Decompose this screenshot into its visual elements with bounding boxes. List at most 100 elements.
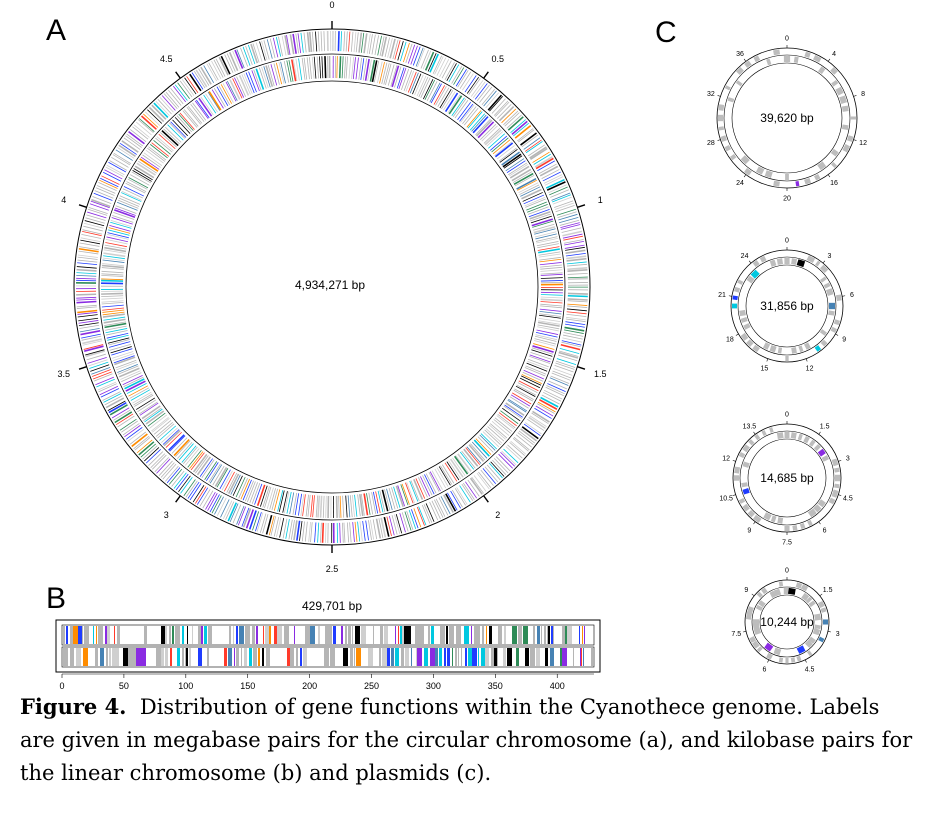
plasmid-gene-mark [776, 258, 784, 265]
gene-mark [130, 129, 147, 143]
gene-mark [109, 225, 131, 232]
gene-mark [420, 49, 429, 69]
gene-mark [266, 39, 273, 59]
gene-mark [551, 372, 571, 381]
gene-block [553, 626, 554, 644]
gene-mark [168, 89, 182, 106]
gene-mark [507, 116, 524, 131]
gene-mark [456, 487, 468, 505]
gene-mark [449, 458, 464, 478]
plasmid-tick-label: 3 [827, 253, 831, 260]
gene-mark [342, 522, 344, 543]
gene-mark [560, 224, 581, 230]
gene-mark [122, 375, 143, 386]
gene-mark [113, 355, 135, 364]
gene-mark [107, 400, 126, 411]
gene-mark [523, 194, 545, 205]
gene-mark [462, 73, 474, 91]
gene-block [117, 626, 120, 644]
gene-mark [487, 94, 503, 111]
gene-mark [109, 343, 132, 351]
gene-mark [410, 45, 418, 65]
gene-mark [514, 124, 532, 139]
gene-block [562, 626, 565, 644]
gene-mark [90, 200, 110, 209]
gene-mark [534, 338, 556, 345]
plasmid-tick-label: 15 [761, 366, 769, 373]
gene-mark [484, 466, 499, 483]
plasmid-size-label: 10,244 bp [760, 615, 814, 629]
plasmid-tick-label: 0 [785, 568, 789, 575]
gene-mark [514, 174, 535, 187]
plasmid-gene-mark [841, 124, 849, 130]
gene-mark [557, 354, 578, 362]
gene-mark [391, 65, 400, 88]
plasmid-gene-mark [740, 155, 750, 165]
gene-block [141, 648, 146, 666]
gene-mark [511, 168, 532, 182]
plasmid-gene-mark [818, 636, 825, 643]
gene-mark [539, 314, 561, 319]
gene-mark [96, 378, 115, 388]
gene-mark [489, 423, 508, 439]
gene-mark [130, 389, 151, 401]
gene-mark [132, 391, 152, 404]
gene-mark [415, 47, 424, 67]
gene-block [177, 626, 180, 644]
gene-mark [193, 70, 206, 89]
gene-mark [412, 73, 422, 95]
gene-mark [341, 56, 344, 79]
chromosome-tick-label: 0 [329, 0, 334, 10]
gene-mark [517, 128, 534, 142]
gene-mark [215, 58, 226, 77]
gene-mark [85, 350, 106, 358]
plasmid-gene-mark [735, 80, 743, 87]
plasmid-gene-mark [807, 519, 813, 527]
gene-mark [216, 468, 229, 488]
gene-block [472, 648, 477, 666]
gene-mark [502, 407, 521, 422]
gene-mark [498, 106, 515, 122]
gene-mark [207, 91, 221, 111]
plasmid-tick-label: 8 [861, 91, 865, 98]
gene-block [236, 648, 239, 666]
gene-mark [173, 439, 190, 457]
plasmid-gene-mark [724, 85, 731, 91]
gene-mark [534, 228, 556, 235]
gene-mark [549, 186, 568, 196]
plasmid-gene-mark [806, 255, 816, 264]
gene-mark [226, 53, 236, 72]
plasmid-gene-mark [808, 439, 816, 447]
gene-mark [230, 474, 241, 495]
gene-mark [480, 433, 497, 450]
gene-mark [275, 37, 282, 57]
gene-mark [488, 424, 506, 440]
gene-mark [566, 261, 587, 265]
gene-mark [212, 465, 225, 486]
gene-mark [486, 464, 501, 481]
plasmid-gene-mark [766, 58, 772, 66]
gene-mark [451, 66, 463, 84]
gene-mark [532, 151, 550, 163]
gene-mark [471, 114, 487, 132]
gene-block [265, 626, 269, 644]
gene-mark [82, 340, 103, 346]
gene-mark [435, 86, 447, 106]
gene-mark [133, 435, 150, 450]
gene-block [287, 648, 290, 666]
gene-mark [409, 72, 419, 94]
gene-mark [538, 320, 561, 325]
gene-mark [429, 471, 441, 492]
plasmid-tick-label: 3 [846, 456, 850, 463]
gene-block [368, 648, 373, 666]
gene-mark [258, 67, 267, 89]
gene-block [107, 626, 110, 644]
gene-mark [468, 78, 481, 95]
gene-mark [567, 305, 588, 308]
gene-mark [321, 56, 324, 79]
gene-block [479, 626, 480, 644]
plasmid-gene-mark [727, 97, 735, 103]
gene-block [156, 648, 161, 666]
gene-mark [559, 350, 579, 357]
